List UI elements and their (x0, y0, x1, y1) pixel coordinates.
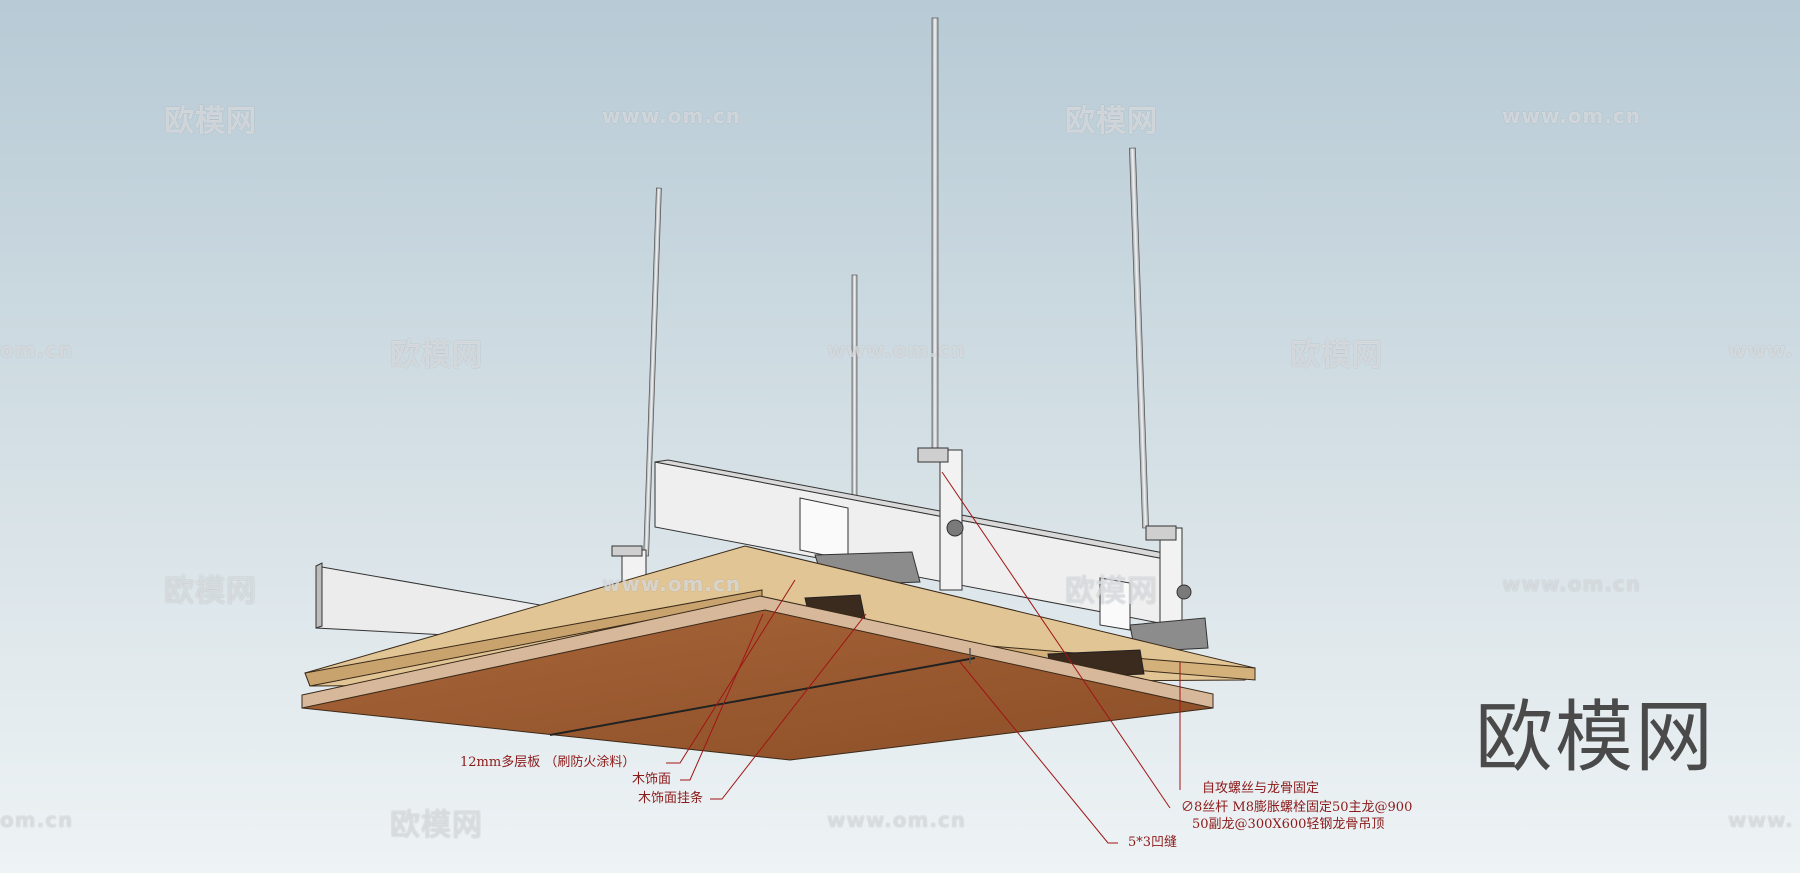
watermark-brand: 欧模网 (1290, 338, 1383, 373)
watermark-brand: 欧模网 (164, 104, 257, 139)
watermark-url-fragment: www. (1728, 338, 1794, 362)
brand-logo: 欧模网 (1475, 693, 1716, 783)
bolt-nut (1176, 584, 1192, 600)
label-rod-spec-line1: ∅8丝杆 M8膨胀螺栓固定50主龙@900 (1181, 800, 1413, 815)
threaded-rod (851, 274, 858, 516)
leader-line (941, 471, 1171, 809)
label-rod-spec-line2: 50副龙@300X600轻钢龙骨吊顶 (1192, 817, 1385, 832)
hanger-bracket-clip (1145, 525, 1177, 541)
leader-lines (666, 471, 1181, 844)
label-plywood: 12mm多层板 （刷防火涂料） (460, 755, 636, 770)
label-wood-face: 木饰面 (632, 772, 672, 787)
leader-line (666, 579, 796, 764)
watermark-url: www.om.cn (827, 808, 967, 832)
threaded-rods (643, 17, 1149, 557)
watermark-url-fragment: om.cn (0, 338, 74, 362)
watermark-brand: 欧模网 (164, 574, 257, 609)
watermark-url: www.om.cn (602, 572, 742, 596)
watermark-brand: 欧模网 (1065, 574, 1158, 609)
channel-joint (799, 497, 849, 561)
hanger-bracket-clip (917, 447, 949, 463)
hanger-bracket-clip (611, 545, 643, 557)
hanger-bracket (1159, 527, 1183, 629)
watermark-url: www.om.cn (827, 338, 967, 362)
watermark-brand: 欧模网 (390, 338, 483, 373)
channel-joint (1099, 577, 1131, 631)
watermark-url: www.om.cn (1502, 572, 1642, 596)
label-groove: 5*3凹缝 (1128, 835, 1178, 850)
wood-veneer-panel (301, 595, 1214, 761)
watermark-brand: 欧模网 (390, 808, 483, 843)
watermark-url: www.om.cn (602, 104, 742, 128)
hanger-bracket (939, 449, 963, 591)
watermark-brand: 欧模网 (1065, 104, 1158, 139)
watermark-url: www.om.cn (1502, 104, 1642, 128)
wood-veneer-face (301, 609, 1214, 761)
watermark-url-fragment: www. (1728, 808, 1794, 832)
bolt-nut (946, 519, 964, 537)
groove-line (549, 657, 976, 736)
label-wood-hanger: 木饰面挂条 (638, 791, 704, 806)
watermark-url-fragment: om.cn (0, 808, 74, 832)
leader-line (680, 613, 764, 781)
main-channel-left-end (315, 562, 323, 629)
leader-line (959, 661, 1118, 844)
label-screw-fix: 自攻螺丝与龙骨固定 (1202, 781, 1320, 796)
threaded-rod (931, 17, 939, 459)
leader-line (710, 613, 867, 800)
